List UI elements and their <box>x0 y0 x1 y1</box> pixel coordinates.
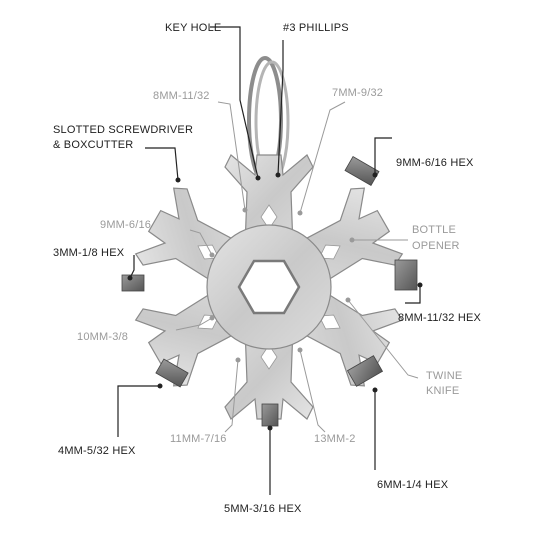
leader-lines <box>117 26 421 495</box>
snowflake-multitool-body <box>132 154 406 420</box>
label-8mm-11-32: 8MM-11/32 <box>153 90 210 102</box>
label-boxcutter: & BOXCUTTER <box>53 139 133 151</box>
hex-bit-tips <box>121 156 418 427</box>
label-key-hole: KEY HOLE <box>165 22 221 34</box>
label-opener: OPENER <box>412 240 460 252</box>
label-slotted-screwdriver: SLOTTED SCREWDRIVER <box>53 124 193 136</box>
label-10mm-3-8: 10MM-3/8 <box>77 331 128 343</box>
label-7mm-9-32: 7MM-9/32 <box>332 87 383 99</box>
leader-dots <box>127 172 423 431</box>
label-9mm-6-16-hex: 9MM-6/16 HEX <box>396 157 474 169</box>
label-twine: TWINE <box>426 370 462 382</box>
label-6mm-1-4-hex: 6MM-1/4 HEX <box>377 479 449 491</box>
label-knife: KNIFE <box>426 385 459 397</box>
label-13mm-2: 13MM-2 <box>314 433 356 445</box>
label-11mm-7-16: 11MM-7/16 <box>170 433 227 445</box>
label-bottle: BOTTLE <box>412 224 456 236</box>
label-5mm-3-16-hex: 5MM-3/16 HEX <box>224 503 302 515</box>
label-4mm-5-32-hex: 4MM-5/32 HEX <box>58 445 136 457</box>
label-9mm-6-16: 9MM-6/16 <box>100 219 151 231</box>
label-phillips: #3 PHILLIPS <box>283 22 349 34</box>
label-3mm-1-8-hex: 3MM-1/8 HEX <box>53 247 125 259</box>
label-8mm-11-32-hex: 8MM-11/32 HEX <box>398 312 482 324</box>
